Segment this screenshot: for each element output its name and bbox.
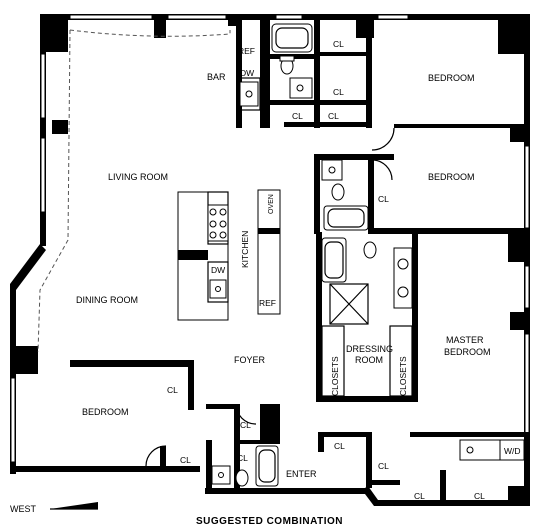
closet-label: CL [292,111,303,121]
ref-kitchen-label: REF [259,298,276,308]
compass-label: WEST [10,504,37,514]
exterior-walls [10,14,530,506]
foyer-label: FOYER [234,355,266,365]
plan-title: SUGGESTED COMBINATION [196,516,343,527]
closet-label: CL [240,420,251,430]
ref-top-label: REF [238,46,255,56]
wd-label: W/D [504,446,521,456]
closet-label: CL [414,491,425,501]
fixtures [145,23,525,487]
closet-label: CL [333,39,344,49]
closet-label: CL [378,461,389,471]
closet-label: CL [334,441,345,451]
master-bedroom-label-2: BEDROOM [444,347,491,357]
dressing-room-label-2: ROOM [355,355,383,365]
closet-label: CL [378,194,389,204]
kitchen-label: KITCHEN [240,231,250,268]
bar-label: BAR [207,72,226,82]
closet-label: CL [474,491,485,501]
closet-label: CL [237,453,248,463]
top-bedroom-label: BEDROOM [428,73,475,83]
interior-walls [70,20,530,500]
labels: LIVING ROOM DINING ROOM BAR FOYER ENTER … [10,39,521,527]
master-bedroom-label-1: MASTER [446,335,484,345]
oven-label: OVEN [268,194,275,214]
dining-room-label: DINING ROOM [76,295,138,305]
west-bedroom-label: BEDROOM [82,407,129,417]
windows [10,14,530,463]
mid-bedroom-label: BEDROOM [428,172,475,182]
closets-right-label: CLOSETS [398,356,408,396]
living-room-label: LIVING ROOM [108,172,168,182]
dressing-room-label-1: DRESSING [346,344,393,354]
closet-label: CL [333,87,344,97]
living-dining-outline [37,29,231,353]
dw-bar-label: DW [240,68,254,78]
closet-label: CL [180,455,191,465]
enter-label: ENTER [286,469,317,479]
closet-label: CL [328,111,339,121]
dw-kitchen-label: DW [211,265,225,275]
closet-label: CL [167,385,178,395]
closets-left-label: CLOSETS [330,356,340,396]
compass [50,502,98,510]
